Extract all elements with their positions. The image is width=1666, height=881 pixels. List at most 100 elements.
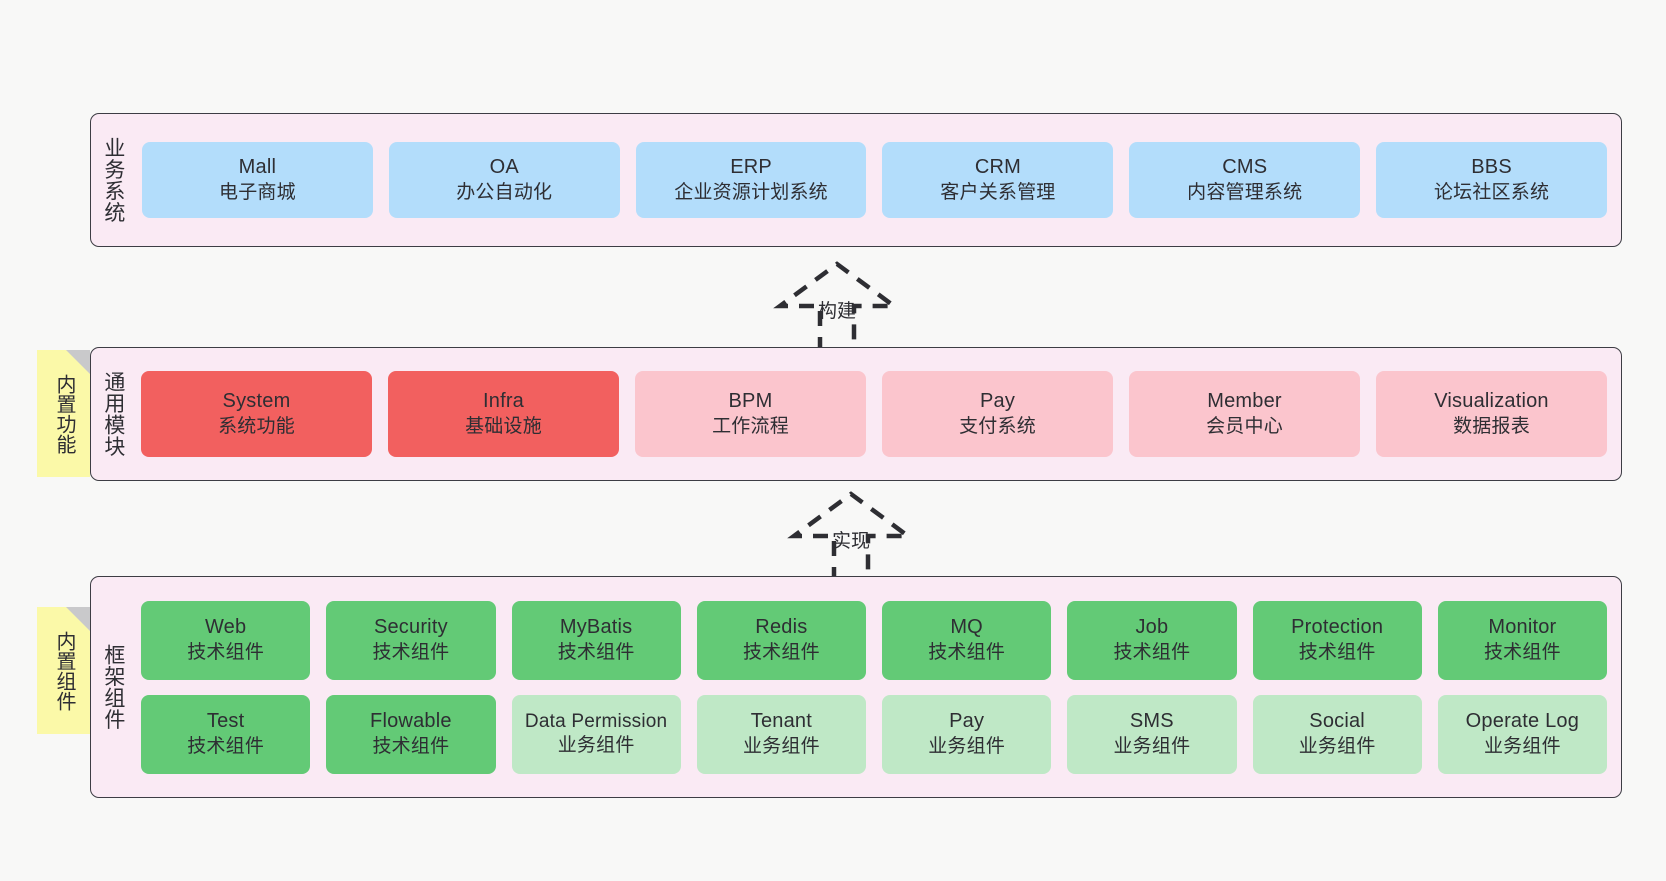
connector-arrow-implement: 实现 [776, 490, 926, 582]
component-card-subtitle: 业务组件 [742, 735, 820, 757]
component-card-title: BBS [1471, 156, 1512, 179]
component-card-title: CMS [1222, 156, 1268, 179]
component-card-title: Protection [1291, 616, 1384, 639]
sticky-note-label: 内置功能 [53, 373, 75, 454]
component-card-subtitle: 工作流程 [712, 415, 789, 437]
component-card-subtitle: 技术组件 [1483, 641, 1561, 663]
band-label-framework: 框架组件 [101, 644, 125, 730]
component-card-subtitle: 业务组件 [557, 735, 635, 756]
component-card-subtitle: 支付系统 [959, 415, 1036, 437]
component-card-subtitle: 技术组件 [187, 735, 265, 757]
component-card-title: Security [373, 616, 448, 639]
component-card-title: ERP [730, 156, 772, 179]
sticky-note-builtin-features: 内置功能 [37, 350, 90, 477]
component-card-title: Member [1207, 390, 1282, 413]
component-card-title: Operate Log [1465, 710, 1580, 733]
component-card-subtitle: 系统功能 [218, 415, 295, 437]
component-card-title: Redis [755, 616, 808, 639]
band-label-modules: 通用模块 [101, 371, 125, 457]
component-card-subtitle: 技术组件 [928, 641, 1006, 663]
component-card-subtitle: 客户关系管理 [940, 181, 1056, 203]
component-card-subtitle: 业务组件 [1483, 735, 1561, 757]
component-card-subtitle: 技术组件 [372, 641, 450, 663]
component-card-title: Monitor [1488, 616, 1557, 639]
component-card-title: CRM [974, 156, 1021, 179]
component-card-title: Test [206, 710, 245, 733]
component-card-subtitle: 技术组件 [187, 641, 265, 663]
sticky-fold-icon [66, 607, 90, 631]
component-card-title: Tenant [750, 710, 812, 733]
component-card-title: Pay [979, 390, 1016, 413]
sticky-note-label: 内置组件 [53, 630, 75, 711]
band-label-business: 业务系统 [101, 137, 125, 223]
component-card-subtitle: 企业资源计划系统 [674, 181, 828, 203]
component-card-title: Web [204, 616, 247, 639]
component-card-title: Infra [482, 390, 525, 413]
component-card-subtitle: 数据报表 [1453, 415, 1530, 437]
component-card-title: Data Permission [524, 711, 668, 733]
component-card-subtitle: 会员中心 [1206, 415, 1283, 437]
component-card-subtitle: 技术组件 [557, 641, 635, 663]
component-card-title: MyBatis [559, 616, 633, 639]
component-card-title: BPM [728, 390, 773, 413]
sticky-note-builtin-components: 内置组件 [37, 607, 90, 734]
component-card-title: Flowable [370, 710, 452, 733]
component-card-title: Social [1309, 710, 1365, 733]
component-card-subtitle: 内容管理系统 [1187, 181, 1303, 203]
component-card-subtitle: 业务组件 [1298, 735, 1376, 757]
component-card-subtitle: 业务组件 [1113, 735, 1191, 757]
component-card-title: Job [1135, 616, 1169, 639]
connector-arrow-build: 构建 [762, 260, 912, 352]
component-card-title: Pay [949, 710, 985, 733]
component-card-subtitle: 办公自动化 [456, 181, 553, 203]
sticky-fold-icon [66, 350, 90, 374]
component-card-subtitle: 论坛社区系统 [1433, 181, 1550, 203]
component-card-title: OA [489, 156, 519, 179]
component-card-subtitle: 技术组件 [1298, 641, 1376, 663]
component-card-title: Visualization [1434, 390, 1549, 413]
component-card-subtitle: 业务组件 [928, 735, 1006, 757]
component-card-title: MQ [950, 616, 983, 639]
component-card-subtitle: 技术组件 [1113, 641, 1191, 663]
component-card-subtitle: 技术组件 [372, 735, 450, 757]
component-card-title: SMS [1129, 710, 1174, 733]
